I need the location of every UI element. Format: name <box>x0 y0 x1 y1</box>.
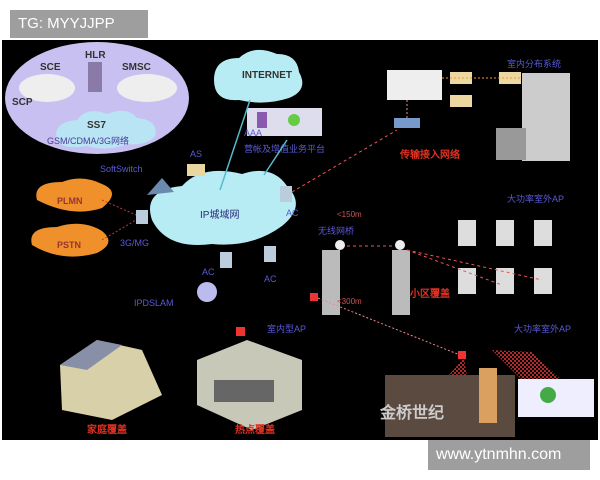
distance-label: <150m <box>337 210 362 219</box>
ap-icon <box>458 351 466 359</box>
hlr-server-icon <box>88 62 102 92</box>
mg-gateway-icon <box>136 210 148 224</box>
as-server-icon <box>187 164 205 176</box>
ac-label: AC <box>286 208 299 218</box>
ip-metro-cloud-icon <box>150 170 296 245</box>
ac-label: AC <box>264 274 277 284</box>
distance-label: <300m <box>337 297 362 306</box>
outdoor-ap-label: 大功率室外AP <box>507 193 564 204</box>
smsc-label: SMSC <box>122 62 151 73</box>
switch-icon <box>394 118 420 128</box>
network-diagram: SCE HLR SMSC SCP SS7 GSM/CDMA/3G网络 INTER… <box>2 40 598 440</box>
office-building-icon <box>522 73 570 161</box>
ac-icon <box>220 252 232 268</box>
ac-icon <box>264 246 276 262</box>
transport-equipment-icon <box>387 70 442 100</box>
core-network-title: GSM/CDMA/3G网络 <box>47 135 129 146</box>
indoor-system-label: 室内分布系统 <box>507 58 561 69</box>
logo-watermark: 金桥世纪 <box>379 403 444 422</box>
hlr-label: HLR <box>85 50 106 61</box>
ac-icon <box>280 186 292 202</box>
sce-label: SCE <box>40 62 61 73</box>
pstn-label: PSTN <box>57 240 81 250</box>
aaa-label: AAA <box>244 128 262 138</box>
building-icon <box>392 250 410 315</box>
home-coverage-label: 家庭覆盖 <box>87 423 127 436</box>
ipdslam-label: IPDSLAM <box>134 298 174 308</box>
ac-label: AC <box>202 267 215 277</box>
transport-label: 传输接入网络 <box>399 148 460 161</box>
watermark-top: TG: MYYJJPP <box>10 10 148 38</box>
ss7-cloud-icon <box>56 110 156 149</box>
plmn-cloud-icon <box>36 178 112 212</box>
bridge-antenna-icon <box>335 240 345 250</box>
hotspot-coverage-label: 热点覆盖 <box>235 423 275 436</box>
residential-buildings-group <box>458 220 552 294</box>
ap-icon <box>310 293 318 301</box>
platform-label: 营帐及增值业务平台 <box>244 143 325 154</box>
as-label: AS <box>190 149 202 159</box>
indoor-ap-label: 室内型AP <box>267 323 306 334</box>
ipdslam-icon <box>197 282 217 302</box>
scp-label: SCP <box>12 97 33 108</box>
cell-coverage-label: 小区覆盖 <box>409 287 450 300</box>
building-icon <box>322 250 340 315</box>
core-network-group: SCE HLR SMSC SCP SS7 GSM/CDMA/3G网络 <box>5 42 189 154</box>
internet-cloud-icon <box>214 49 303 103</box>
park-image <box>518 379 594 417</box>
mg-label: 3G/MG <box>120 238 149 248</box>
ss7-label: SS7 <box>87 120 106 131</box>
plmn-label: PLMN <box>57 196 83 206</box>
softswitch-label: SoftSwitch <box>100 164 143 174</box>
pstn-cloud-icon <box>31 223 109 257</box>
outdoor-ap-label: 大功率室外AP <box>514 323 571 334</box>
wireless-bridge-label: 无线网桥 <box>318 225 354 236</box>
watermark-bottom: www.ytnmhn.com <box>428 440 590 470</box>
bridge-antenna-icon <box>395 240 405 250</box>
ap-icon <box>236 327 245 336</box>
ip-metro-label: IP城域网 <box>200 208 239 221</box>
softswitch-icon <box>147 178 174 195</box>
internet-label: INTERNET <box>242 70 292 81</box>
